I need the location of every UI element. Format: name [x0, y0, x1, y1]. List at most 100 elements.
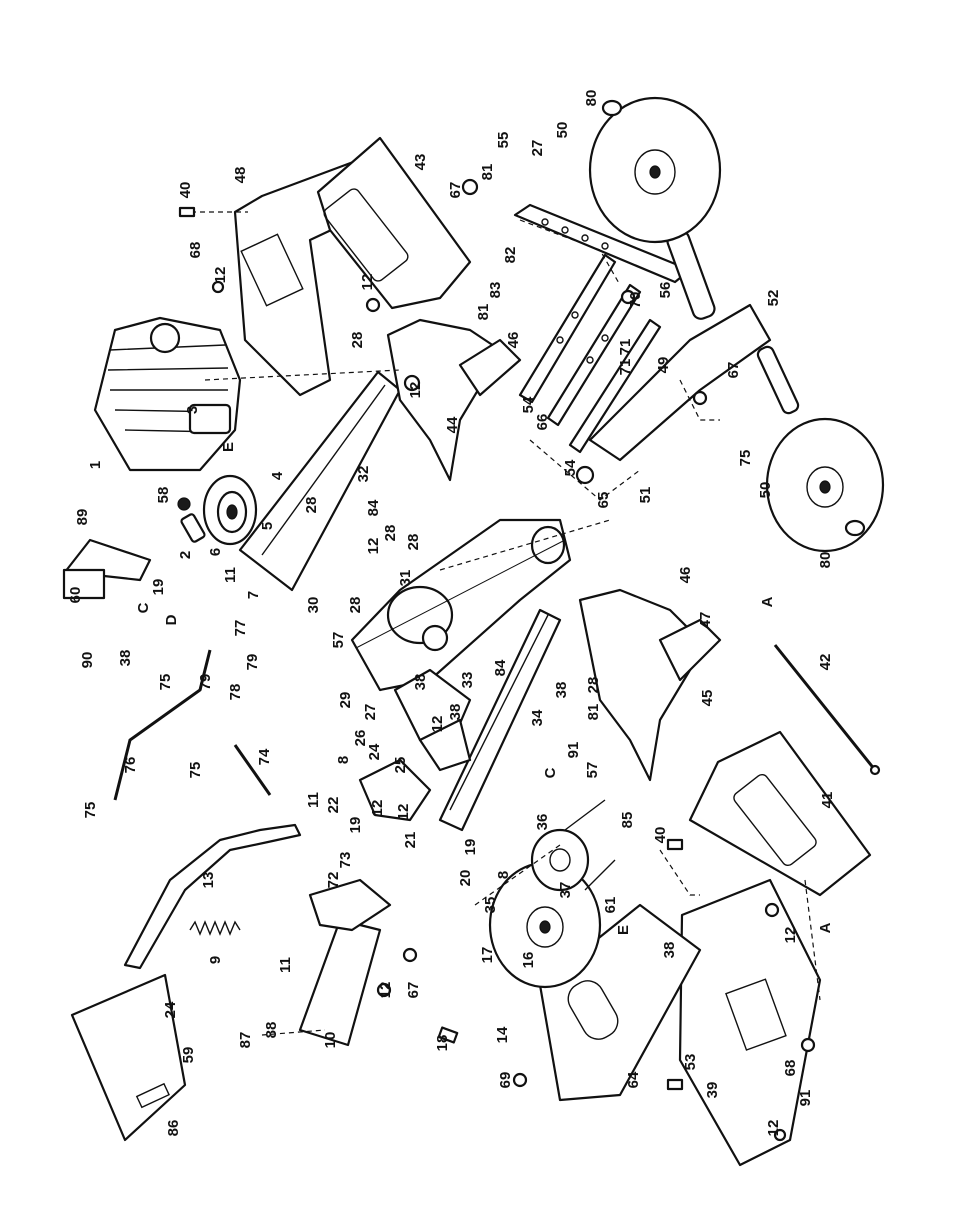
- callout-c88: 88: [263, 1022, 280, 1039]
- callout-cC2: C: [542, 767, 559, 778]
- callout-c21: 21: [402, 832, 419, 849]
- callout-c65: 65: [595, 492, 612, 509]
- callout-c91b: 91: [797, 1090, 814, 1107]
- callout-cA1: A: [759, 596, 776, 607]
- callout-c90: 90: [79, 652, 96, 669]
- part-31-transmission: [350, 518, 572, 692]
- callout-c75d: 75: [187, 762, 204, 779]
- callout-c52: 52: [765, 290, 782, 307]
- part-45-tine: [578, 588, 722, 782]
- callout-c12d: 12: [365, 538, 382, 555]
- callout-c46a: 46: [505, 332, 522, 349]
- part-41-rear-shield: [688, 730, 872, 897]
- callout-c83: 83: [487, 282, 504, 299]
- part-9-spring: [189, 920, 241, 936]
- callout-c35: 35: [482, 897, 499, 914]
- callout-c51: 51: [637, 487, 654, 504]
- callout-c70: 70: [627, 292, 644, 309]
- callout-c40b: 40: [652, 827, 669, 844]
- part-10-handle-tube: [298, 878, 392, 1047]
- callout-c76: 76: [122, 757, 139, 774]
- callout-c38c: 38: [412, 674, 429, 691]
- part-50-wheel-upper: [588, 96, 722, 244]
- callout-c20: 20: [457, 870, 474, 887]
- callout-c12a: 12: [212, 267, 229, 284]
- callout-c32: 32: [355, 466, 372, 483]
- callout-c67a: 67: [447, 182, 464, 199]
- callout-c3: 3: [184, 406, 201, 414]
- part-42-rod: [773, 644, 881, 776]
- part-17-large-pulley: [488, 799, 616, 989]
- part-89-bracket: [62, 538, 152, 600]
- callout-c77: 77: [232, 620, 249, 637]
- callout-c9: 9: [207, 956, 224, 964]
- callout-c7: 7: [245, 591, 262, 599]
- callout-c59: 59: [180, 1047, 197, 1064]
- part-80-washers: [601, 99, 866, 537]
- callout-c25: 25: [392, 757, 409, 774]
- callout-c91a: 91: [565, 742, 582, 759]
- callout-c12g: 12: [395, 804, 412, 821]
- callout-c64: 64: [625, 1071, 642, 1088]
- callout-c61: 61: [602, 897, 619, 914]
- callout-c53: 53: [682, 1054, 699, 1071]
- callout-c11a: 11: [222, 567, 239, 583]
- callout-c38a: 38: [117, 650, 134, 667]
- callout-c26: 26: [352, 730, 369, 747]
- callout-c54b: 54: [562, 459, 579, 476]
- callout-c68b: 68: [782, 1060, 799, 1077]
- callout-c8b: 8: [495, 871, 512, 879]
- callout-c12f: 12: [369, 800, 386, 817]
- callout-c1: 1: [87, 461, 104, 469]
- callout-c14: 14: [494, 1026, 511, 1043]
- callout-c84b: 84: [492, 659, 509, 676]
- part-linkage-cluster: [358, 668, 472, 822]
- callout-c69: 69: [497, 1072, 514, 1089]
- part-43-top-cover: [316, 136, 472, 310]
- callout-c12b: 12: [359, 274, 376, 291]
- callout-c81a: 81: [479, 164, 496, 181]
- part-1-engine: [93, 316, 242, 472]
- part-50-wheel-lower: [765, 417, 885, 553]
- part-6-pulley: [202, 474, 258, 546]
- callout-c12c: 12: [407, 382, 424, 399]
- part-39-bottom-cover: [678, 878, 822, 1167]
- callout-c40: 40: [177, 182, 194, 199]
- callout-c71a: 71: [617, 339, 634, 356]
- callout-c75b: 75: [737, 450, 754, 467]
- callout-c54a: 54: [520, 396, 537, 413]
- callout-c12e: 12: [429, 716, 446, 733]
- part-13-handlebar: [123, 823, 302, 970]
- callout-c82: 82: [502, 247, 519, 264]
- callout-c38e: 38: [661, 942, 678, 959]
- callout-c81c: 81: [585, 704, 602, 721]
- callout-c80a: 80: [583, 90, 600, 107]
- callout-c79b: 79: [197, 674, 214, 691]
- callout-c28d: 28: [405, 534, 422, 551]
- callout-c38d: 38: [447, 704, 464, 721]
- callout-c19a: 19: [150, 579, 167, 596]
- callout-c57a: 57: [330, 632, 347, 649]
- callout-c8a: 8: [335, 756, 352, 764]
- callout-c12h: 12: [377, 982, 394, 999]
- callout-c5: 5: [259, 522, 276, 530]
- callout-c18: 18: [434, 1035, 451, 1052]
- callout-c30: 30: [305, 597, 322, 614]
- callout-cE1: E: [220, 442, 237, 452]
- callout-c84a: 84: [365, 499, 382, 516]
- callout-c46b: 46: [677, 567, 694, 584]
- part-34-lower-frame: [438, 608, 562, 832]
- part-76-rod: [113, 649, 212, 801]
- callout-c56: 56: [657, 282, 674, 299]
- callout-c10: 10: [322, 1032, 339, 1049]
- callout-c33: 33: [459, 672, 476, 689]
- callout-c81b: 81: [475, 304, 492, 321]
- callout-c27a: 27: [529, 140, 546, 157]
- callout-c58: 58: [155, 487, 172, 504]
- callout-c39: 39: [704, 1082, 721, 1099]
- callout-c19b: 19: [347, 817, 364, 834]
- callout-c67c: 67: [405, 982, 422, 999]
- callout-c87: 87: [237, 1032, 254, 1049]
- callout-c11b: 11: [305, 792, 322, 808]
- callout-c45: 45: [699, 690, 716, 707]
